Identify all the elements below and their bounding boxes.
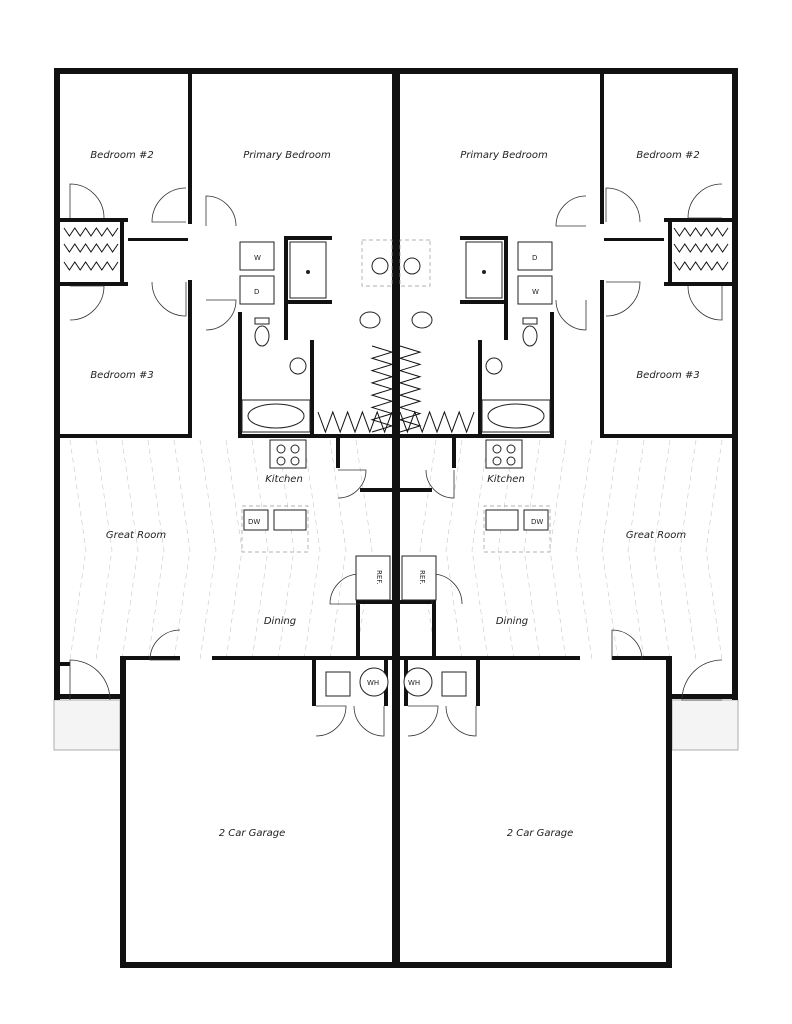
exterior-walls [54, 68, 738, 968]
dishwasher-label: DW [248, 518, 260, 526]
dining-label: Dining [264, 616, 296, 627]
porch-left [53, 699, 121, 751]
right-fixtures [399, 239, 553, 697]
doors [69, 183, 723, 737]
water-heater-label: WH [367, 679, 379, 687]
garage-label: 2 Car Garage [219, 828, 286, 839]
left-fixtures [239, 239, 393, 697]
refrigerator-label: REF. [375, 570, 383, 584]
washer-label: W [254, 254, 261, 262]
bedroom2-label: Bedroom #2 [636, 150, 699, 161]
porch-right [671, 699, 739, 751]
garage-label: 2 Car Garage [507, 828, 574, 839]
bedroom3-label: Bedroom #3 [90, 370, 153, 381]
primary-bedroom-label: Primary Bedroom [460, 150, 548, 161]
kitchen-label: Kitchen [265, 474, 303, 485]
bedroom2-label: Bedroom #2 [90, 150, 153, 161]
dryer-label: D [532, 254, 537, 262]
right-unit [400, 74, 732, 706]
dryer-label: D [254, 288, 259, 296]
great-room-label: Great Room [626, 530, 686, 541]
bedroom3-label: Bedroom #3 [636, 370, 699, 381]
primary-bedroom-label: Primary Bedroom [243, 150, 331, 161]
closet-shelving [63, 227, 729, 434]
floor-pattern [69, 439, 723, 661]
refrigerator-label: REF. [418, 570, 426, 584]
washer-label: W [532, 288, 539, 296]
left-unit [60, 74, 392, 706]
dining-label: Dining [496, 616, 528, 627]
great-room-label: Great Room [106, 530, 166, 541]
dishwasher-label: DW [531, 518, 543, 526]
kitchen-label: Kitchen [487, 474, 525, 485]
water-heater-label: WH [408, 679, 420, 687]
